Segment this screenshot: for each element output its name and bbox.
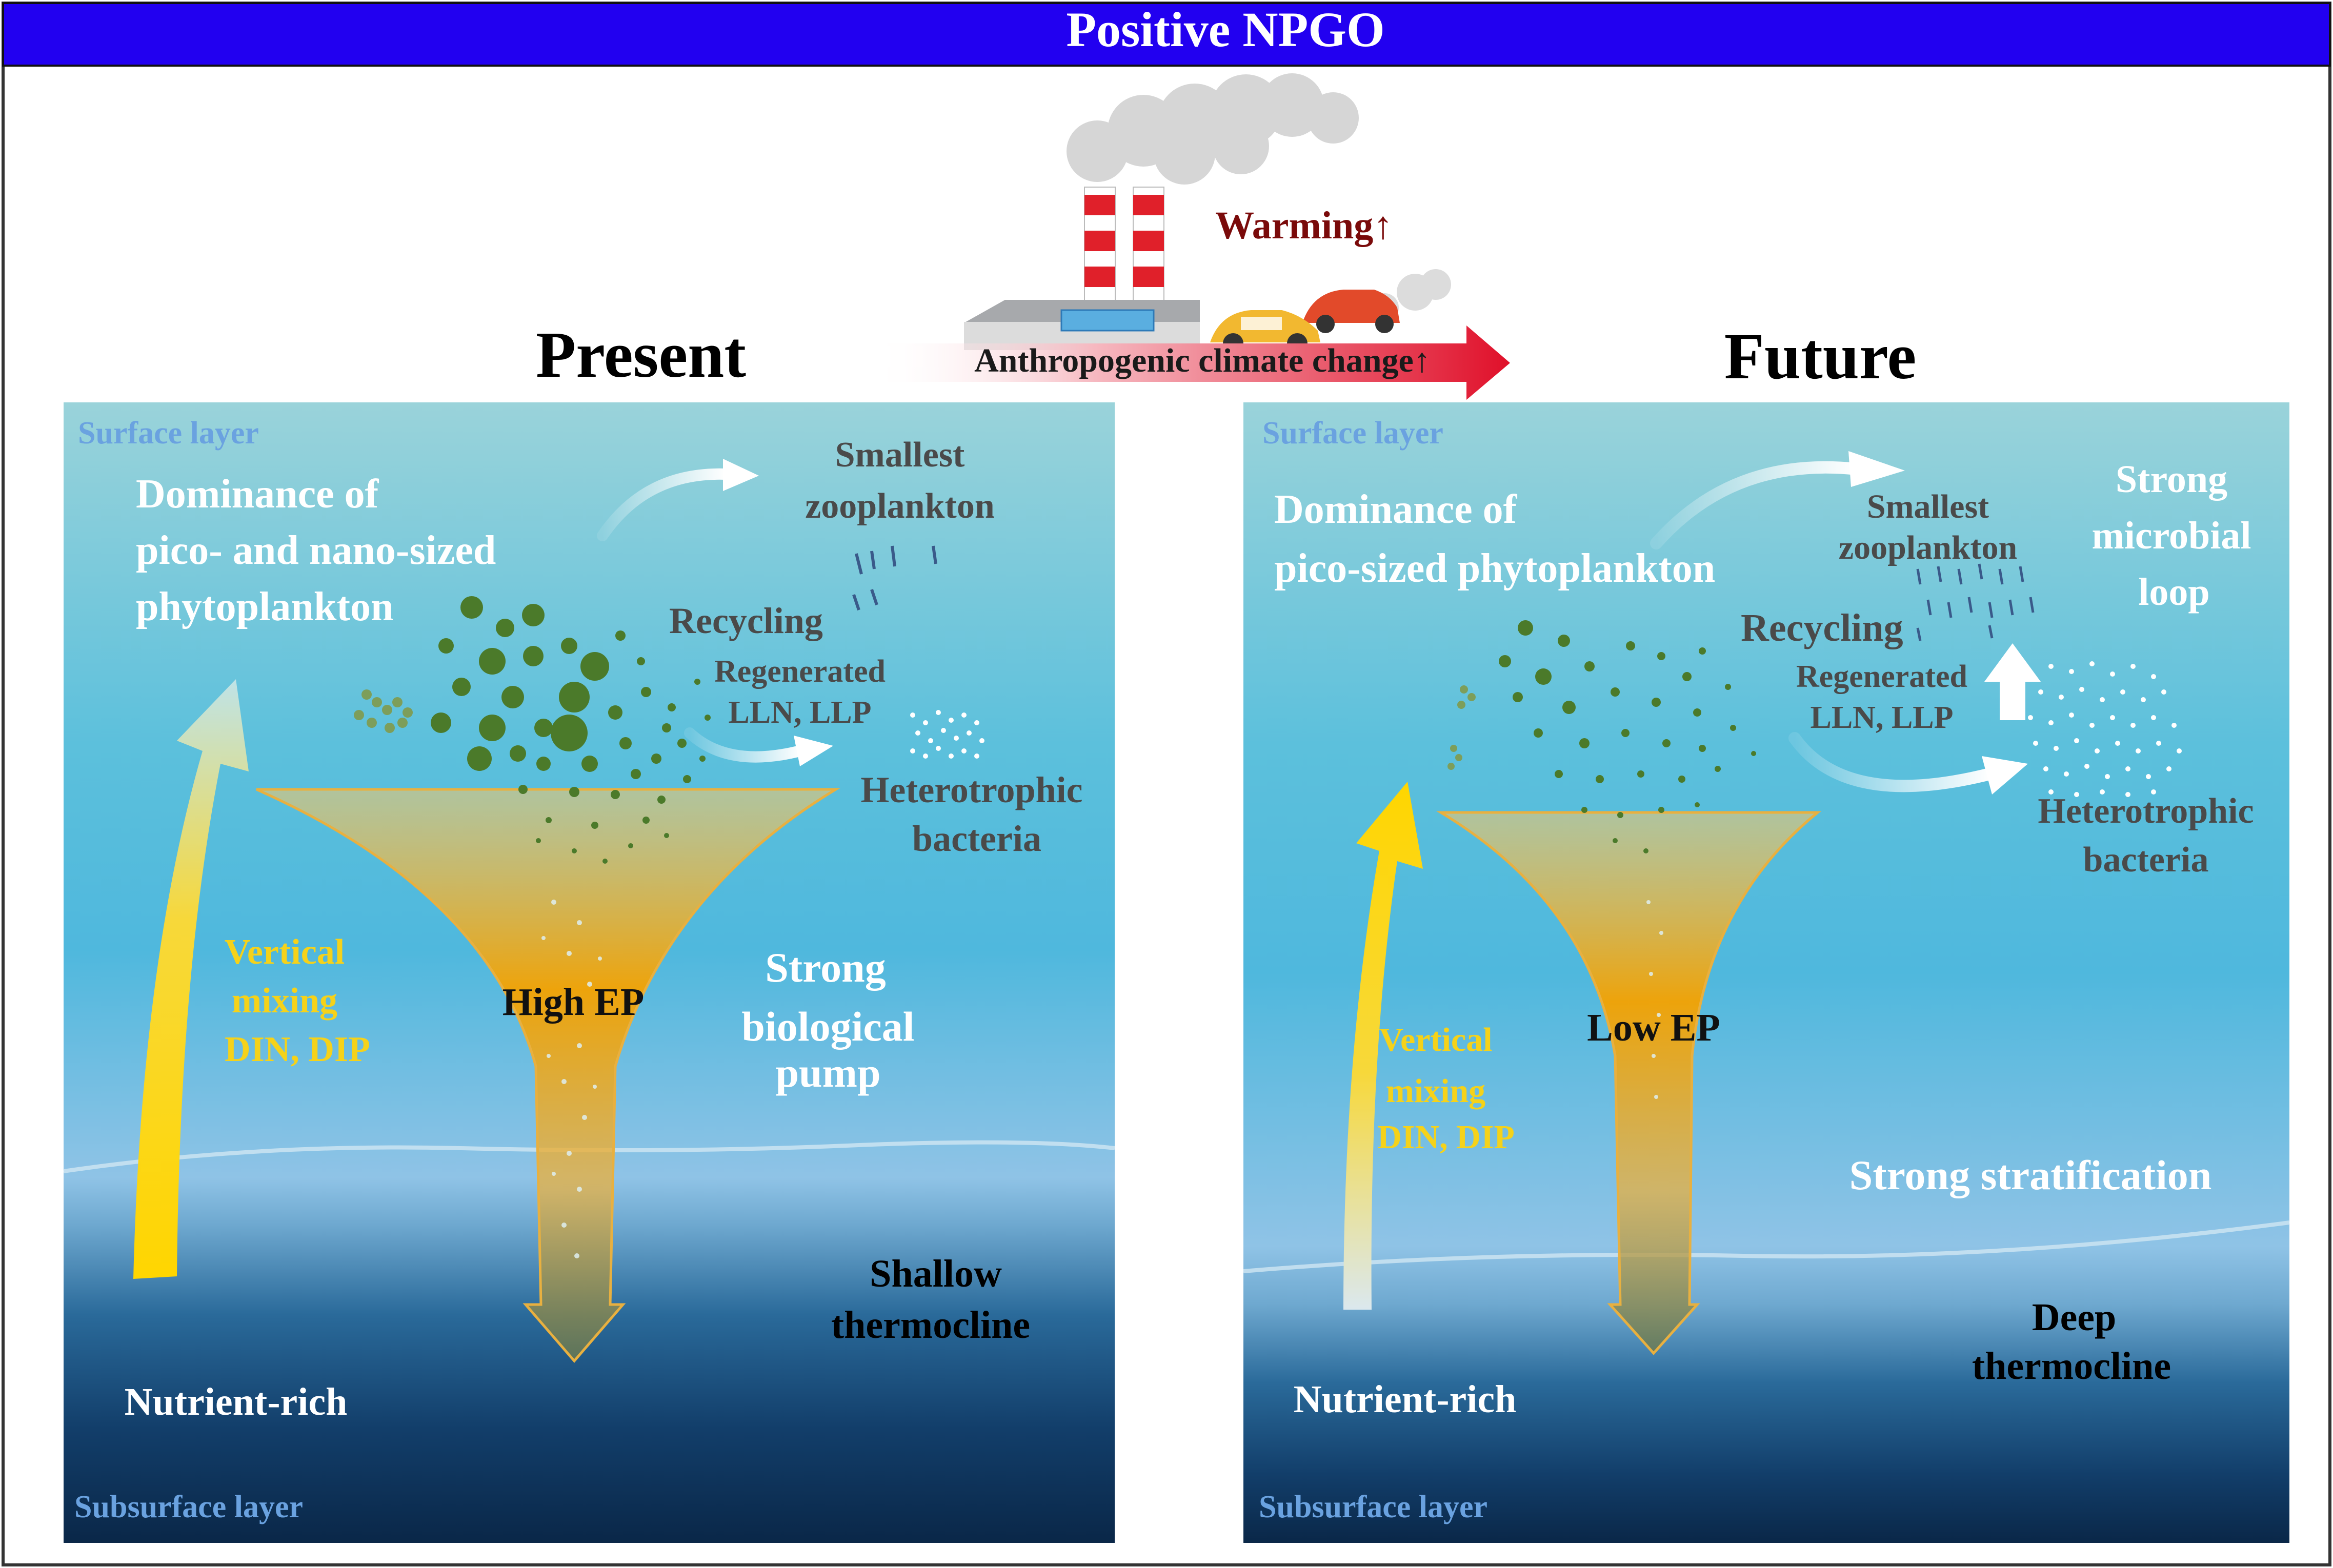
svg-text:mixing: mixing [232,981,337,1021]
present-arrow-head-1 [723,459,759,491]
chimney-right [1133,187,1164,306]
future-white-arrows [1650,461,1996,792]
present-arrow-head-2 [794,736,833,766]
svg-text:Smallest: Smallest [1867,488,1989,525]
cars-illustration [1210,269,1451,354]
future-bacteria-text: Heterotrophic bacteria [2038,791,2254,880]
svg-text:loop: loop [2138,571,2209,614]
present-dominance-text: Dominance of pico- and nano-sized phytop… [136,472,496,629]
present-particles [541,900,602,1258]
present-phytoplankton [431,596,711,864]
svg-text:thermocline: thermocline [1972,1345,2171,1388]
future-phytoplankton [1499,620,1756,853]
future-microbial-text: Strong microbial loop [2091,458,2251,614]
present-bacteria-text: Heterotrophic bacteria [860,769,1082,859]
svg-text:biological: biological [741,1003,914,1050]
svg-text:phytoplankton: phytoplankton [136,584,393,629]
svg-text:Vertical: Vertical [1379,1021,1492,1058]
future-nutrient: Nutrient-rich [1294,1378,1517,1421]
present-mixing-arrow [133,679,249,1279]
future-arrow-head-2 [1982,756,2028,795]
factory-illustration [964,73,1359,350]
present-mixing-text: Vertical mixing DIN, DIP [225,932,370,1069]
svg-text:Regenerated: Regenerated [1796,659,1967,694]
svg-text:Smallest: Smallest [835,435,965,475]
climate-change-label: Anthropogenic climate change↑ [974,342,1431,379]
svg-text:Strong: Strong [2116,458,2227,501]
present-pump-text: Strong biological pump [741,944,914,1096]
svg-text:Deep: Deep [2032,1296,2117,1339]
present-diatoms [354,689,413,733]
future-ep: Low EP [1587,1006,1720,1049]
present-zooplankton-text: Smallest zooplankton [805,435,995,526]
car-red [1302,290,1400,323]
present-funnel [255,788,840,1363]
svg-text:Dominance of: Dominance of [136,472,379,517]
future-zooplankton [1916,563,2035,641]
future-arrow-head-1 [1848,451,1905,487]
present-ep: High EP [502,981,645,1024]
future-ocean [1243,402,2289,1543]
present-surface-layer: Surface layer [78,416,259,451]
svg-text:Strong: Strong [765,944,886,991]
factory-window [1060,309,1155,332]
future-heading: Future [1724,320,1917,393]
svg-text:Vertical: Vertical [225,932,345,972]
svg-text:thermocline: thermocline [831,1304,1030,1347]
future-recycling: Recycling [1741,606,1903,649]
present-thermocline-text: Shallow thermocline [831,1252,1030,1347]
svg-text:DIN, DIP: DIN, DIP [225,1030,370,1069]
svg-text:zooplankton: zooplankton [1839,529,2017,566]
future-dominance-text: Dominance of pico-sized phytoplankton [1274,487,1715,591]
future-regenerated-text: Regenerated LLN, LLP [1796,659,1967,735]
climate-change-arrow [872,325,1510,400]
present-wave [63,1140,1115,1173]
future-particles [1646,900,1663,1099]
present-subsurface-layer: Subsurface layer [74,1490,303,1524]
present-white-arrows [597,468,806,763]
future-surface-layer: Surface layer [1262,416,1443,451]
future-bacteria [2028,661,2182,797]
future-diatoms [1447,685,1476,770]
future-funnel [1436,811,1822,1355]
present-panel: Surface layer Subsurface layer Dominance… [63,402,1115,1543]
svg-text:pico-sized phytoplankton: pico-sized phytoplankton [1274,546,1715,591]
header-title: Positive NPGO [1066,2,1384,57]
present-bacteria [910,710,984,759]
future-stratification: Strong stratification [1849,1152,2212,1198]
svg-text:DIN, DIP: DIN, DIP [1377,1118,1515,1156]
svg-text:pico- and nano-sized: pico- and nano-sized [136,528,496,573]
chimney-left [1084,187,1116,306]
svg-text:zooplankton: zooplankton [805,486,995,526]
svg-text:mixing: mixing [1386,1072,1485,1110]
svg-text:LLN, LLP: LLN, LLP [728,695,871,730]
svg-text:Regenerated: Regenerated [714,654,886,689]
svg-text:microbial: microbial [2091,514,2251,557]
present-heading: Present [536,318,746,391]
warming-label: Warming↑ [1215,204,1393,247]
svg-text:bacteria: bacteria [2083,840,2209,880]
svg-text:pump: pump [775,1049,880,1096]
svg-text:LLN, LLP: LLN, LLP [1810,700,1953,735]
svg-text:Shallow: Shallow [870,1252,1002,1295]
future-wave [1243,1220,2290,1273]
present-regenerated-text: Regenerated LLN, LLP [714,654,886,730]
present-nutrient: Nutrient-rich [125,1380,348,1423]
future-panel: Surface layer Subsurface layer Dominance… [1243,402,2290,1543]
svg-text:Dominance of: Dominance of [1274,487,1518,532]
present-recycling: Recycling [669,600,823,641]
future-subsurface-layer: Subsurface layer [1259,1490,1487,1524]
svg-text:Heterotrophic: Heterotrophic [2038,791,2254,831]
header-bar [2,2,2331,67]
svg-text:Heterotrophic: Heterotrophic [860,769,1082,810]
svg-text:bacteria: bacteria [912,818,1041,859]
future-mixing-text: Vertical mixing DIN, DIP [1377,1021,1515,1156]
future-thermocline-text: Deep thermocline [1972,1296,2171,1388]
future-mixing-arrow [1343,782,1423,1310]
future-zooplankton-text: Smallest zooplankton [1839,488,2017,566]
smoke-cloud [1067,73,1359,185]
future-up-arrow [1984,643,2041,720]
present-zooplankton [852,545,937,610]
